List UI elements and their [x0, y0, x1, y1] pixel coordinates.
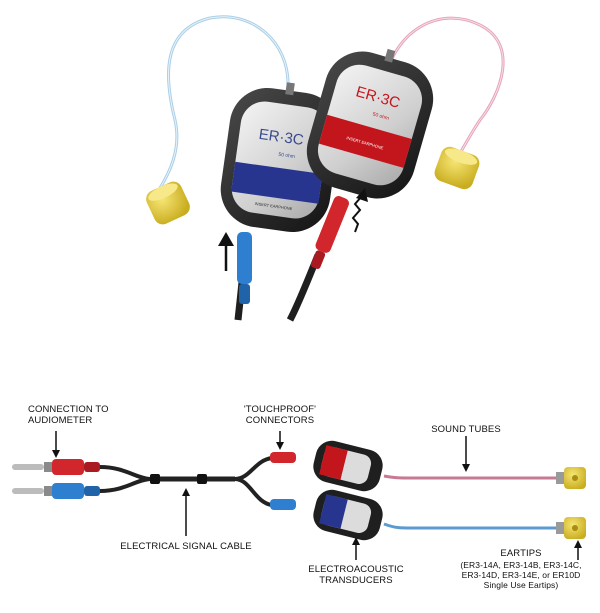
- transducer-left-photo: ER·3C 50 ohm INSERT EARPHONE: [220, 82, 340, 233]
- label-sound-tubes: SOUND TUBES: [416, 424, 516, 435]
- touchproof-connector-blue: [270, 499, 296, 510]
- pointer-eartips-icon: [574, 540, 582, 560]
- left-unit-brand: ER·3C: [258, 126, 305, 149]
- label-connection-to-audiometer: CONNECTION TO AUDIOMETER: [28, 404, 109, 426]
- label-eartips-title: EARTIPS: [500, 548, 542, 559]
- label-electrical-signal-cable: ELECTRICAL SIGNAL CABLE: [100, 541, 272, 552]
- connector-blue-photo: [237, 232, 252, 284]
- photo-section: ER·3C 50 ohm INSERT EARPHONE ER·3C 50 oh…: [146, 15, 505, 322]
- transducer-bottom-diagram: [313, 489, 383, 541]
- label-touchproof-connectors: 'TOUCHPROOF' CONNECTORS: [228, 404, 332, 426]
- label-connection-line-1: CONNECTION TO: [28, 404, 109, 415]
- pointer-cable-icon: [182, 488, 190, 536]
- audiometer-plug-red: [12, 459, 100, 475]
- pointer-audiometer-icon: [52, 431, 60, 458]
- pointer-touchproof-icon: [276, 431, 284, 450]
- arrow-up-left-photo-icon: [218, 232, 234, 271]
- arrow-up-right-photo-icon: [351, 188, 368, 233]
- signal-cable-upper: [99, 465, 151, 481]
- label-electroacoustic-transducers: ELECTROACOUSTIC TRANSDUCERS: [300, 564, 412, 586]
- transducer-top-diagram: [313, 440, 383, 492]
- label-touchproof-line-2: CONNECTORS: [245, 415, 315, 426]
- label-eartips-detail-2: ER3-14D, ER3-14E, or ER10D: [461, 570, 581, 580]
- label-touchproof-line-1: 'TOUCHPROOF': [243, 404, 317, 415]
- pointer-transducers-icon: [352, 537, 360, 560]
- sound-tube-left-highlight: [159, 16, 289, 189]
- label-eartips-detail-1: (ER3-14A, ER3-14B, ER3-14C,: [460, 560, 582, 570]
- touchproof-connector-red: [270, 452, 296, 463]
- transducer-right-photo: ER·3C 50 ohm INSERT EARPHONE: [306, 48, 434, 199]
- signal-cable-branch-blue: [234, 477, 273, 507]
- eartip-bottom-diagram: [564, 517, 586, 539]
- eartip-right-photo: [434, 146, 480, 190]
- connector-red-photo: [310, 196, 350, 269]
- left-unit-body-text: INSERT EARPHONE: [254, 201, 293, 211]
- signal-cable-lower: [99, 477, 151, 493]
- label-cable-text: ELECTRICAL SIGNAL CABLE: [120, 541, 252, 552]
- label-connection-line-2: AUDIOMETER: [28, 415, 93, 426]
- audiometer-plug-blue: [12, 483, 100, 499]
- eartip-left-photo: [146, 181, 190, 225]
- sound-tube-red-diagram: [383, 474, 560, 480]
- diagram-section: [12, 431, 586, 560]
- pointer-sound-tubes-icon: [462, 436, 470, 472]
- sound-tube-blue-diagram: [383, 522, 560, 530]
- right-unit-sub: 50 ohm: [372, 111, 390, 121]
- left-unit-sub: 50 ohm: [278, 152, 295, 160]
- sound-tube-right-highlight: [384, 17, 504, 163]
- label-eartips-detail-3: Single Use Eartips): [483, 580, 559, 590]
- label-sound-tubes-text: SOUND TUBES: [431, 424, 501, 435]
- label-transducers-line-1: ELECTROACOUSTIC: [308, 564, 404, 575]
- signal-cable-branch-red: [234, 456, 273, 481]
- eartip-top-diagram: [564, 467, 586, 489]
- label-eartips: EARTIPS (ER3-14A, ER3-14B, ER3-14C, ER3-…: [446, 548, 596, 590]
- label-transducers-line-2: TRANSDUCERS: [319, 575, 393, 586]
- connector-blue-ring: [239, 284, 250, 304]
